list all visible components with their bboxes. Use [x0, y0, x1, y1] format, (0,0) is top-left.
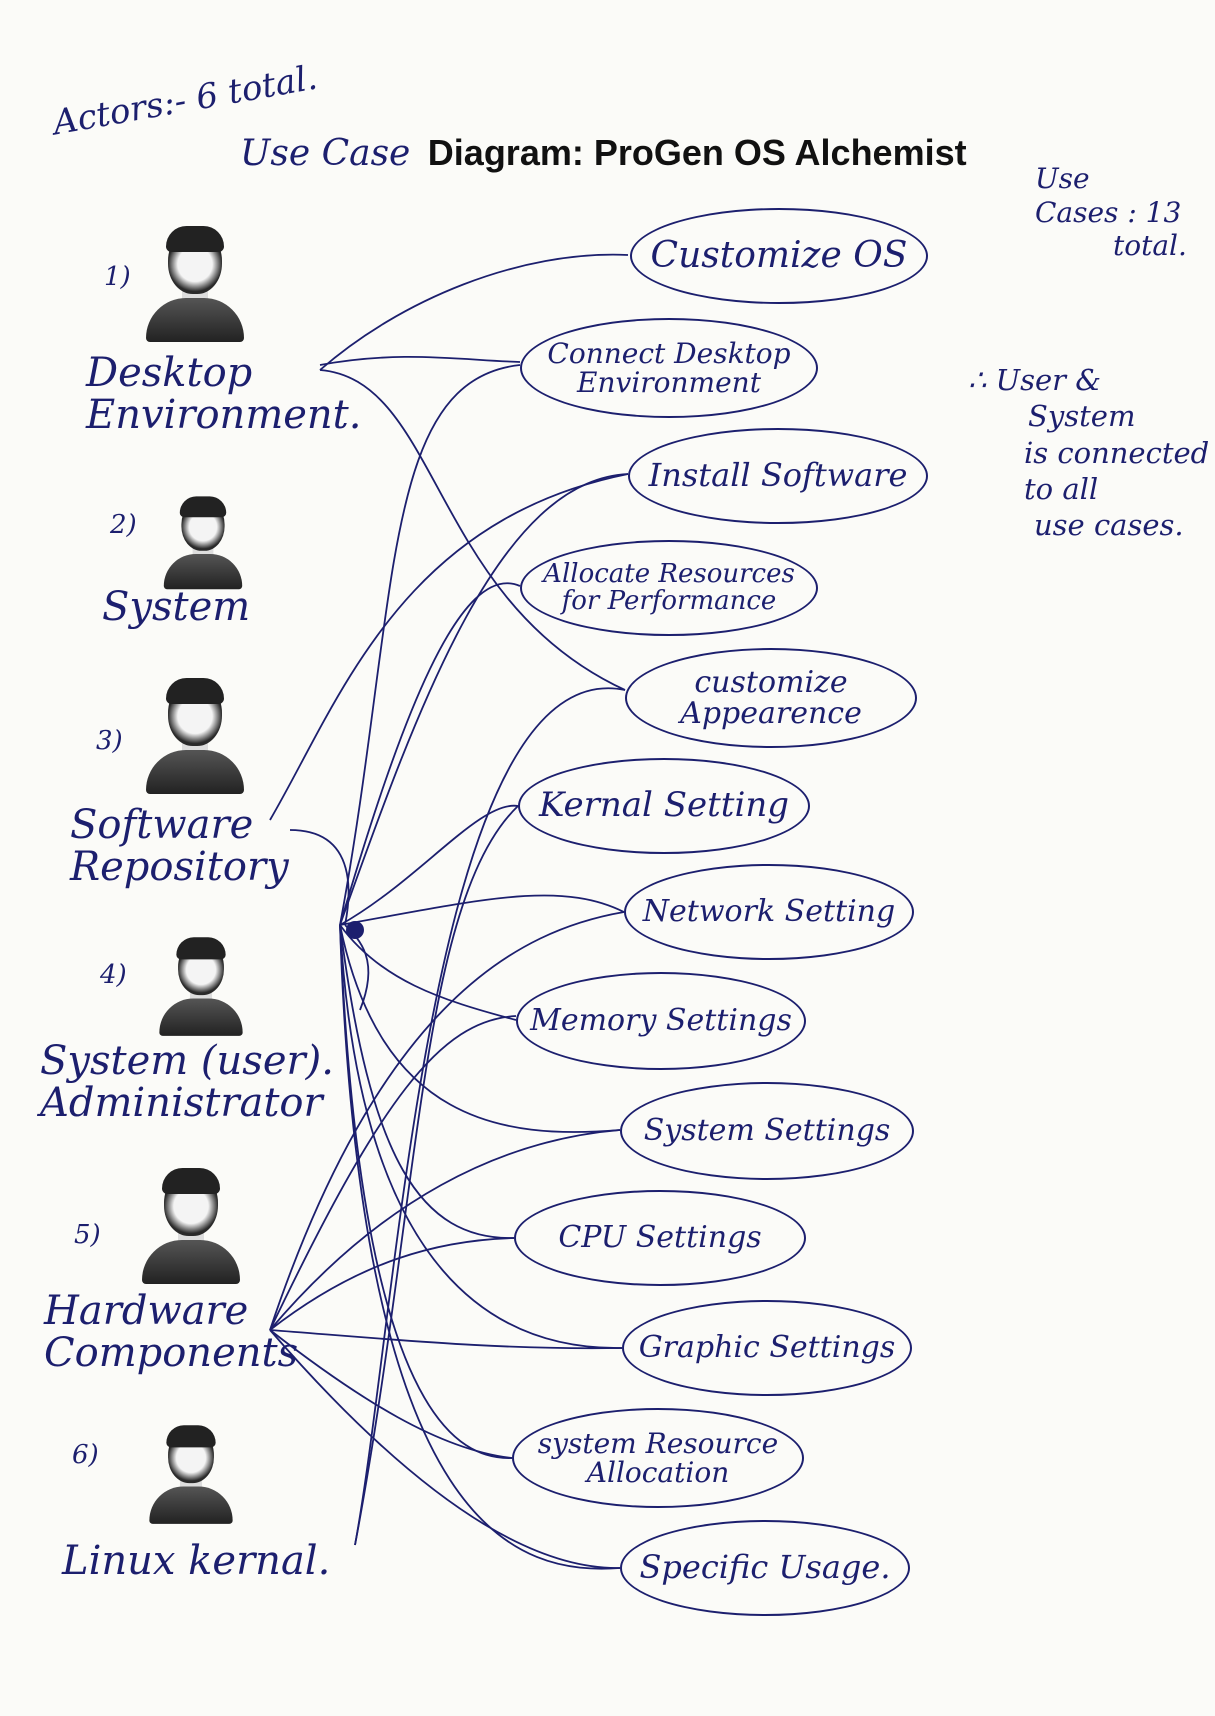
association-line [269, 473, 629, 821]
association-line [339, 582, 521, 926]
connection-hub [346, 921, 364, 939]
use-cases-count-line-1: Use [1035, 162, 1090, 195]
usecase-label: Graphic Settings [638, 1330, 896, 1366]
association-line [269, 1015, 517, 1331]
use-cases-count-note: Use Cases : 13 total. [1035, 162, 1187, 263]
connection-note-line-4: to all [1024, 471, 1099, 506]
association-line [339, 473, 629, 926]
association-line [339, 924, 621, 1133]
connection-note-line-5: use cases. [1034, 508, 1184, 542]
usecase-label: system Resource Allocation [537, 1426, 779, 1489]
association-line [339, 894, 625, 926]
connection-note-line-2: System [1028, 399, 1136, 434]
actor-number: 3) [96, 726, 123, 756]
association-line [339, 924, 517, 1021]
association-line [339, 924, 513, 1459]
association-line [269, 1129, 621, 1331]
association-line [339, 924, 623, 1349]
actor-label: System [102, 584, 251, 630]
usecase-customize-os: Customize OS [630, 208, 928, 304]
association-line [339, 364, 521, 926]
connection-note-line-1: ∴ User & [968, 363, 1102, 397]
person-icon [136, 1168, 246, 1290]
usecase-label: Allocate Resources for Performance [543, 558, 795, 616]
usecase-label: Network Setting [642, 894, 896, 930]
usecase-label: System Settings [643, 1113, 891, 1149]
use-cases-count-line-2: Cases : 13 [1035, 195, 1182, 229]
association-line [339, 924, 515, 1239]
usecase-label: CPU Settings [558, 1220, 762, 1256]
actor-number: 2) [110, 510, 137, 540]
usecase-specific-usage: Specific Usage. [620, 1520, 910, 1616]
usecase-label: Memory Settings [530, 1003, 792, 1039]
actor-number: 4) [100, 960, 127, 990]
actor-label: System (user). Administrator [40, 1038, 334, 1126]
usecase-label: customize Appearence [680, 664, 862, 731]
usecase-install-software: Install Software [628, 428, 928, 524]
association-line [269, 1237, 515, 1331]
actor-number: 1) [104, 262, 131, 292]
usecase-memory-settings: Memory Settings [516, 972, 806, 1070]
person-icon [144, 1425, 238, 1529]
actor-label: Hardware Components [44, 1288, 299, 1376]
page-title: Use Case Diagram: ProGen OS Alchemist [240, 132, 967, 174]
title-printed: Diagram: ProGen OS Alchemist [427, 132, 967, 173]
usecase-label: Specific Usage. [639, 1548, 891, 1587]
association-line [319, 253, 629, 371]
connection-note-line-3: is connected [1024, 435, 1210, 470]
person-icon [140, 678, 250, 800]
association-line [269, 1329, 513, 1459]
association-line [269, 1329, 623, 1350]
actor-label: Desktop Environment. [86, 350, 362, 438]
usecase-label: Customize OS [650, 235, 908, 277]
usecase-customize-appearence: customize Appearence [625, 648, 917, 748]
title-handwritten: Use Case [240, 133, 422, 174]
association-line [289, 829, 350, 926]
association-line [339, 804, 519, 926]
association-line [269, 911, 625, 1331]
person-icon [140, 226, 250, 348]
usecase-system-resource-allocation: system Resource Allocation [512, 1408, 804, 1508]
usecase-label: Install Software [648, 456, 908, 495]
usecase-connect-desktop-environment: Connect Desktop Environment [520, 318, 818, 418]
actor-label: Linux kernal. [62, 1538, 331, 1584]
usecase-label: Kernal Setting [539, 785, 789, 826]
actor-label: Software Repository [70, 802, 289, 890]
usecase-allocate-resources: Allocate Resources for Performance [520, 540, 818, 636]
usecase-cpu-settings: CPU Settings [514, 1190, 806, 1286]
person-icon [159, 496, 247, 594]
actor-number: 6) [72, 1440, 99, 1470]
association-line [354, 687, 626, 1546]
actor-number: 5) [74, 1220, 101, 1250]
association-line [319, 355, 521, 366]
usecase-system-settings: System Settings [620, 1082, 914, 1180]
association-line [354, 805, 519, 1546]
association-line [319, 369, 626, 691]
use-cases-count-line-3: total. [1113, 229, 1187, 263]
usecase-label: Connect Desktop Environment [547, 336, 791, 399]
association-line [339, 924, 621, 1570]
usecase-kernal-setting: Kernal Setting [518, 758, 810, 854]
usecase-graphic-settings: Graphic Settings [622, 1300, 912, 1396]
person-icon [154, 937, 248, 1041]
association-line [269, 1329, 621, 1569]
usecase-network-setting: Network Setting [624, 864, 914, 960]
connection-note: ∴ User & System is connected to all use … [968, 362, 1209, 543]
